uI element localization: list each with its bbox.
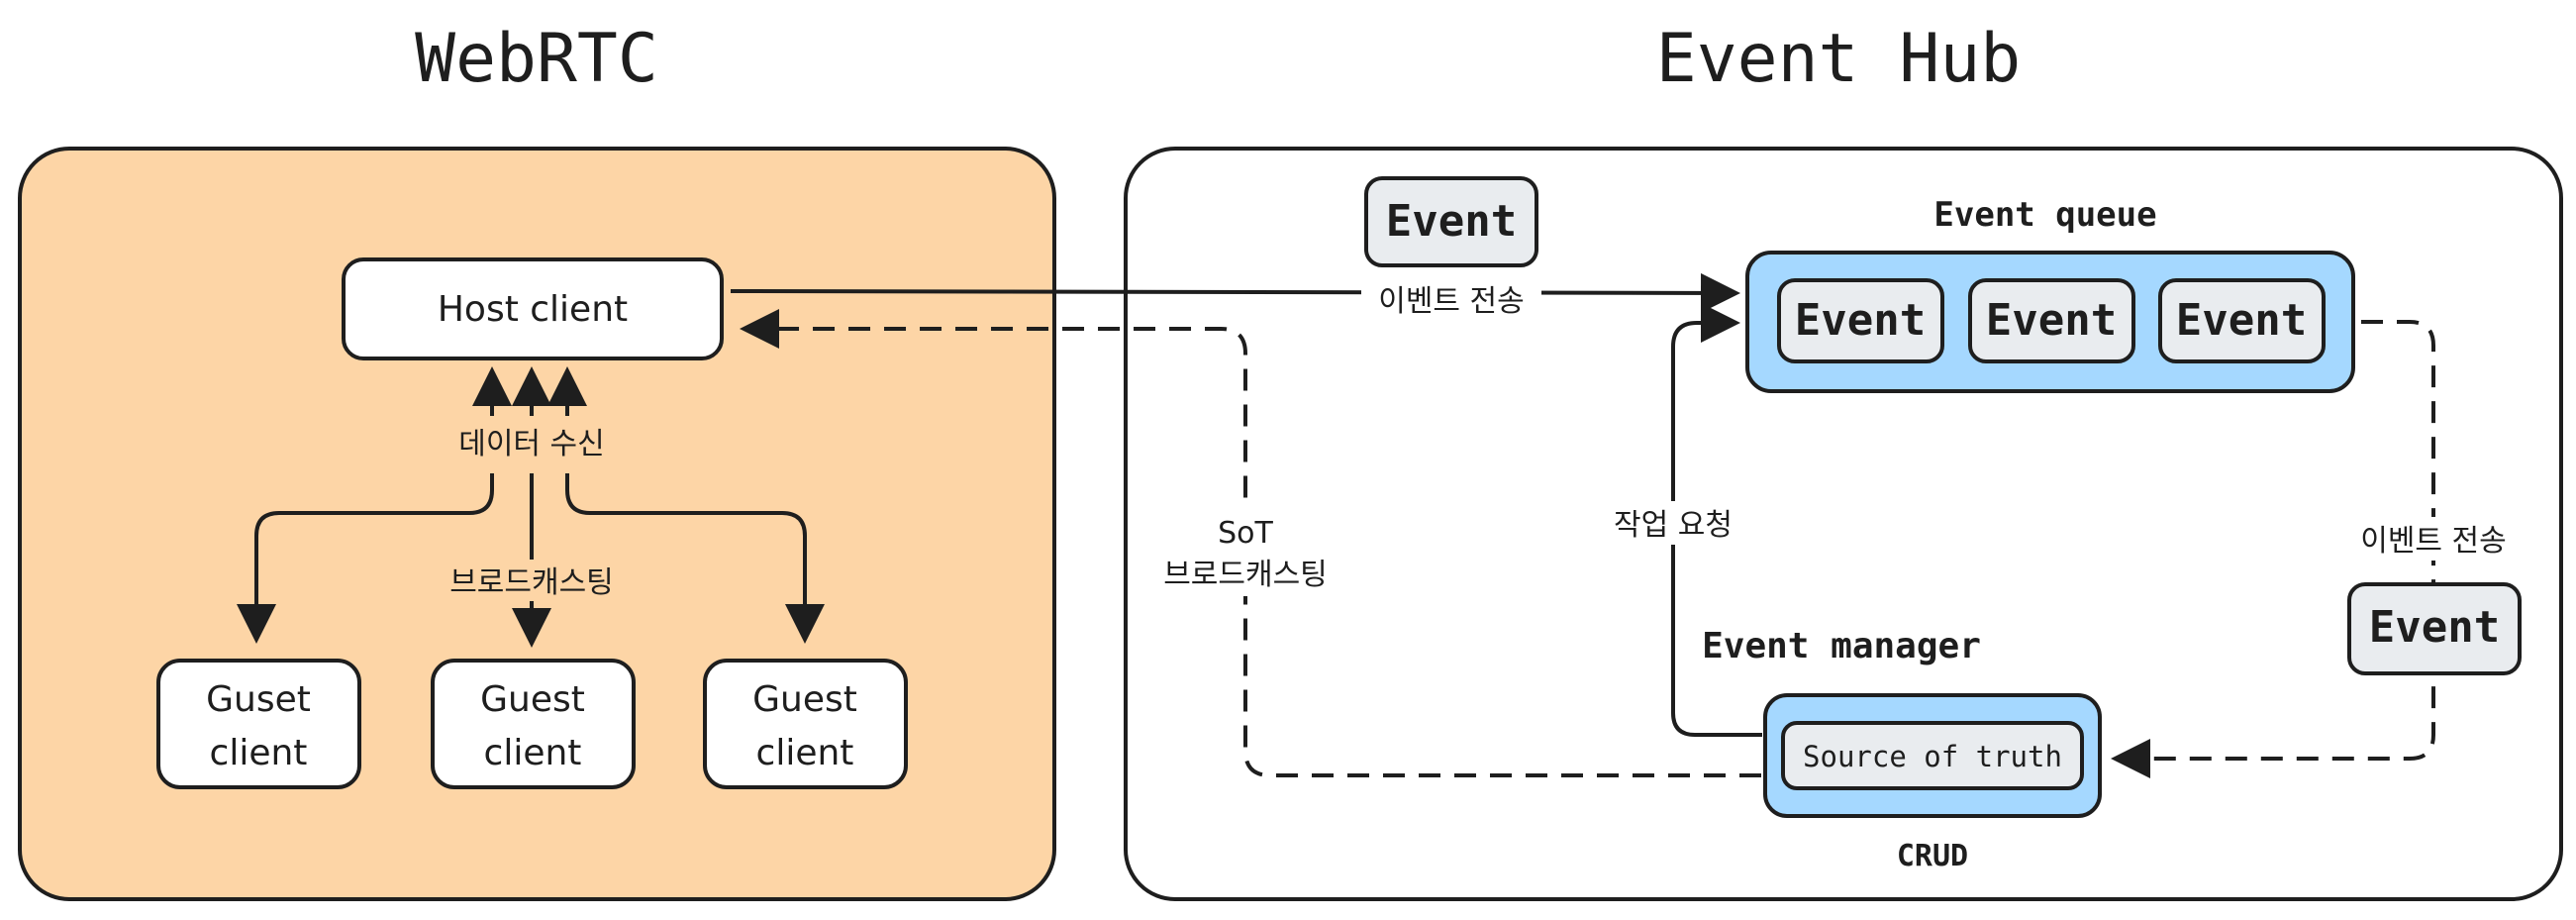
event-queue-title: Event queue [1933, 195, 2156, 235]
right-event-label: Event [2369, 602, 2500, 653]
guest-client-3-line1: Guest [752, 679, 857, 720]
send-label-top-bg [1361, 277, 1541, 317]
host-to-queue-arrow [730, 272, 1740, 313]
queue-event-3-label: Event [2176, 295, 2307, 346]
host-client-box [342, 257, 724, 360]
sot-label-bg [1148, 507, 1342, 596]
host-client-label: Host client [438, 289, 628, 330]
source-of-truth-chip [1781, 721, 2084, 790]
queue-event-1-label: Event [1795, 295, 1926, 346]
event-manager-title: Event manager [1702, 626, 1981, 666]
queue-event-3-chip [2158, 278, 2326, 363]
floating-event-label: Event [1386, 196, 1517, 247]
event-hub-title: Event Hub [1656, 20, 2021, 98]
source-of-truth-label: Source of truth [1803, 740, 2062, 773]
broadcasting-label: 브로드캐스팅 [449, 565, 614, 600]
send-label-top: 이벤트 전송 [1378, 284, 1525, 319]
guest-client-1-line2: client [210, 733, 308, 773]
send-label-right: 이벤트 전송 [2360, 524, 2507, 559]
queue-event-2-chip [1968, 278, 2135, 363]
queue-event-2-label: Event [1986, 295, 2117, 346]
guest-client-2-line2: client [484, 733, 582, 773]
crud-label: CRUD [1897, 839, 1968, 873]
sot-label-line2: 브로드캐스팅 [1163, 558, 1328, 592]
queue-to-manager-path [2111, 320, 2435, 778]
send-label-right-bg [2344, 517, 2523, 561]
sot-label-line1: SoT [1218, 516, 1273, 551]
task-request-label: 작업 요청 [1614, 508, 1733, 543]
branch-to-guest-1 [237, 473, 494, 644]
data-receive-label: 데이터 수신 [458, 427, 605, 461]
guest-client-3-line2: client [756, 733, 854, 773]
guest-client-1-line1: Guset [206, 679, 311, 720]
queue-event-1-chip [1777, 278, 1944, 363]
right-event-chip [2347, 582, 2522, 675]
task-request-label-bg [1604, 501, 1742, 545]
guest-client-3: Guest client [703, 659, 908, 789]
branch-to-guest-3 [565, 473, 825, 644]
guest-client-1: Guset client [156, 659, 361, 789]
guest-client-2: Guest client [431, 659, 636, 789]
webrtc-title: WebRTC [415, 20, 658, 98]
guest-client-2-line1: Guest [480, 679, 585, 720]
floating-event-chip [1364, 176, 1538, 267]
